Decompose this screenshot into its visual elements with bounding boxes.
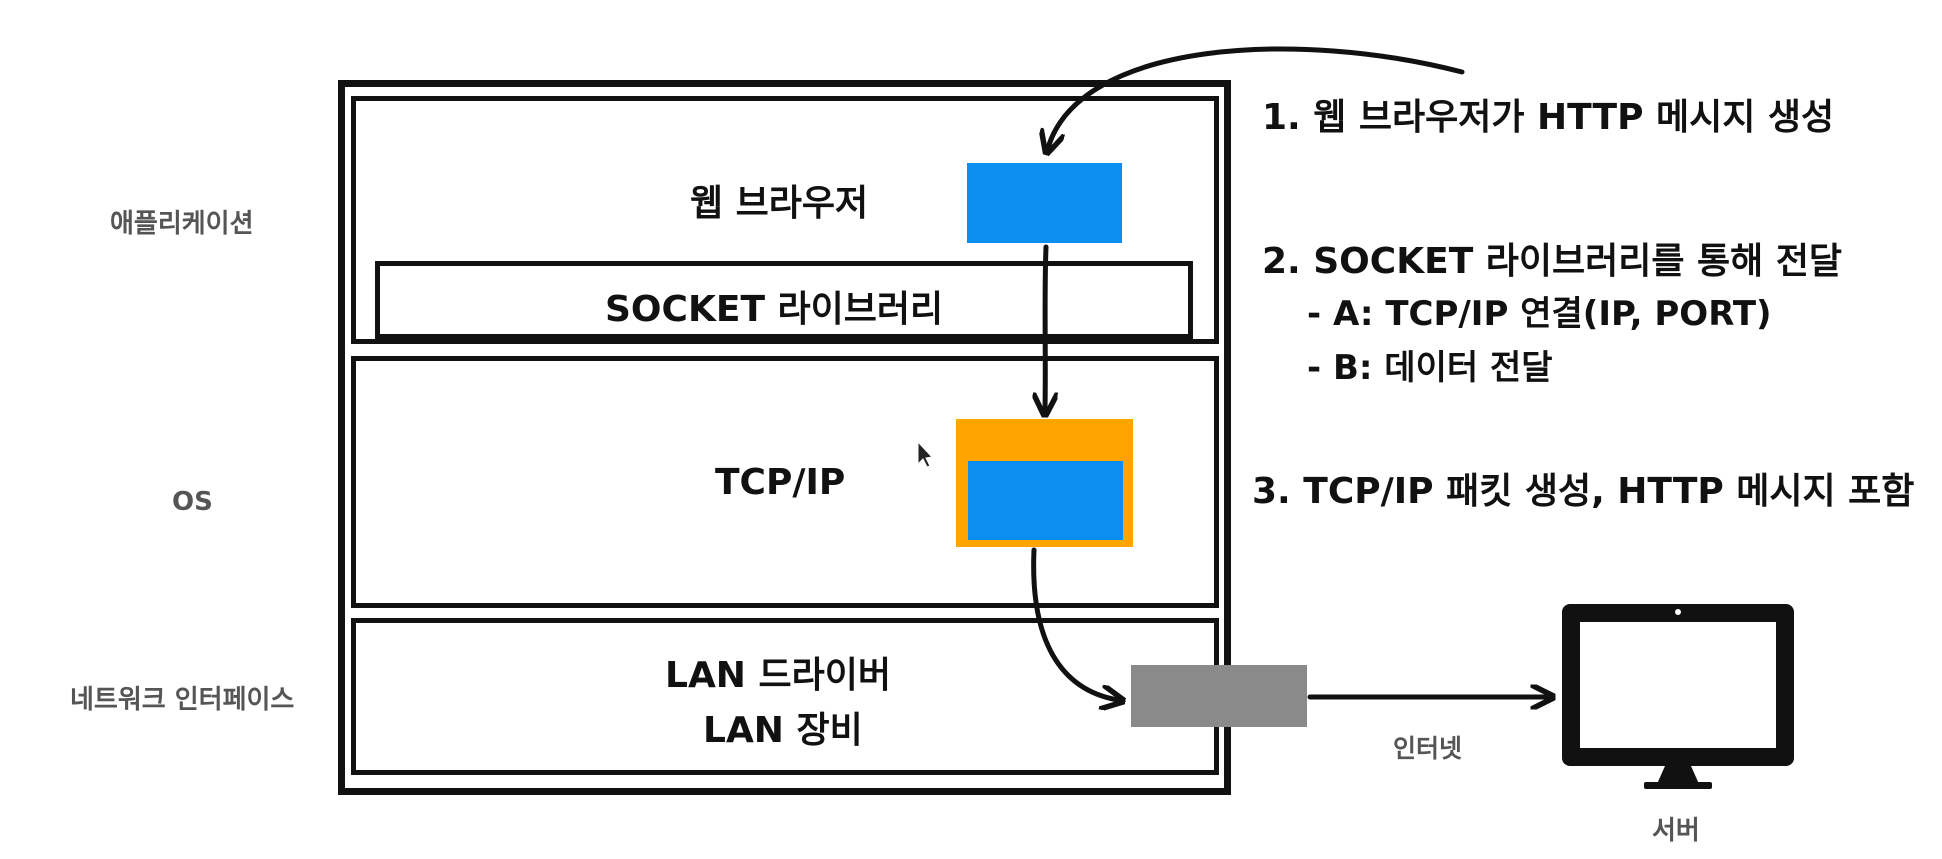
network-interface-label: 네트워크 인터페이스 (70, 685, 295, 715)
application-layer-label: 애플리케이션 (110, 209, 254, 239)
lan-device-label: LAN 장비 (703, 710, 863, 751)
internet-label: 인터넷 (1393, 734, 1463, 763)
computer-stack (338, 80, 1231, 795)
application-layer-box (351, 96, 1219, 344)
os-layer-box (351, 356, 1219, 608)
step-3: 3. TCP/IP 패킷 생성, HTTP 메시지 포함 (1252, 471, 1915, 512)
step-1: 1. 웹 브라우저가 HTTP 메시지 생성 (1262, 97, 1835, 138)
arrow-to-tcpip (1045, 244, 1046, 410)
socket-library-box (375, 261, 1193, 339)
web-browser-label: 웹 브라우저 (690, 183, 869, 224)
arrow-to-browser (1048, 46, 1465, 148)
server-label: 서버 (1652, 816, 1700, 846)
lan-packet-block (1131, 665, 1307, 727)
step-2b: - B: 데이터 전달 (1307, 348, 1553, 388)
http-message-block (967, 163, 1122, 243)
arrow-to-lan (1031, 547, 1118, 700)
step-2: 2. SOCKET 라이브러리를 통해 전달 (1262, 241, 1843, 282)
step-2a: - A: TCP/IP 연결(IP, PORT) (1307, 294, 1772, 334)
os-layer-label: OS (172, 487, 213, 517)
lan-driver-label: LAN 드라이버 (665, 655, 891, 696)
socket-library-label: SOCKET 라이브러리 (605, 289, 944, 330)
tcpip-label: TCP/IP (715, 462, 846, 503)
http-message-in-packet (968, 461, 1123, 540)
